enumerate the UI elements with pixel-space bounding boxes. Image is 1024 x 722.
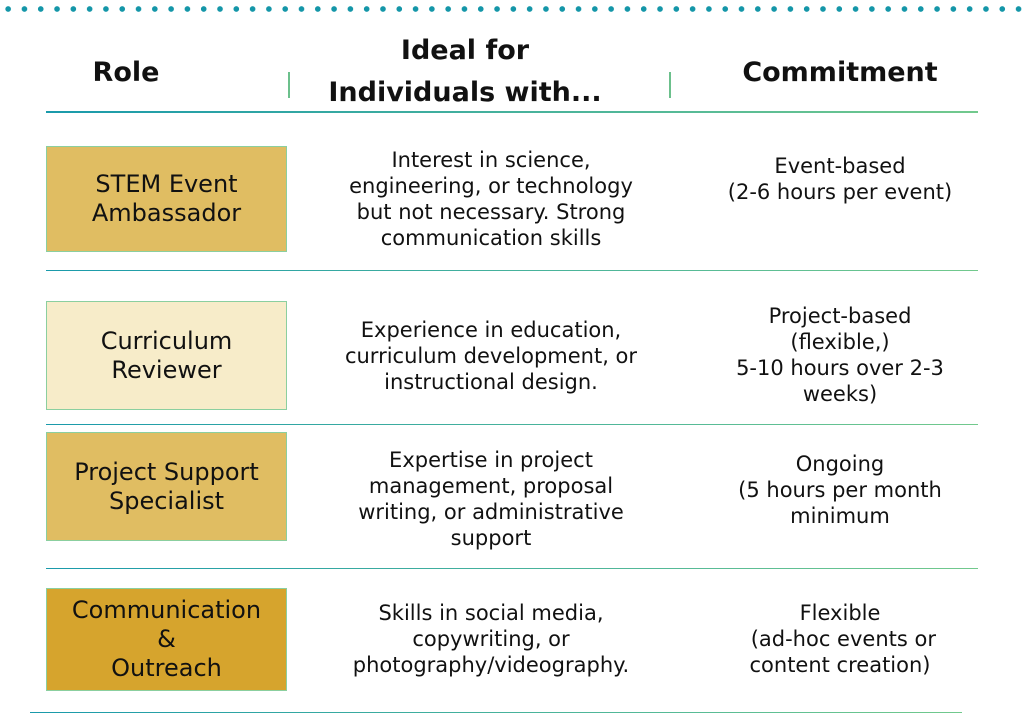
header-divider-right: [669, 72, 671, 98]
header-role: Role: [92, 57, 160, 88]
commitment-line: (ad-hoc events or: [744, 627, 936, 651]
commitment-line: (2-6 hours per event): [727, 180, 953, 204]
ideal-line: but not necessary. Strong: [356, 200, 626, 224]
commitment-cell: Flexible (ad-hoc events or content creat…: [690, 598, 990, 680]
commitment-line: Flexible: [799, 601, 881, 625]
header-divider-left: [288, 72, 290, 98]
ideal-line: management, proposal: [368, 474, 614, 498]
ideal-line: support: [450, 526, 532, 550]
ideal-line: writing, or administrative: [358, 500, 624, 524]
ideal-cell: Experience in education, curriculum deve…: [310, 314, 672, 398]
header-ideal-line1: Ideal for: [400, 35, 530, 66]
ideal-line: Skills in social media,: [378, 601, 604, 625]
ideal-cell: Expertise in project management, proposa…: [310, 444, 672, 554]
commitment-line: Ongoing: [795, 452, 885, 476]
role-line: Outreach: [111, 654, 222, 682]
role-line: Specialist: [108, 486, 225, 515]
dotted-border-top: [0, 4, 1024, 14]
ideal-line: curriculum development, or: [344, 344, 638, 368]
commitment-line: minimum: [790, 504, 890, 528]
ideal-line: photography/videography.: [352, 653, 630, 677]
ideal-cell: Interest in science, engineering, or tec…: [310, 140, 672, 258]
role-line: Reviewer: [111, 355, 222, 384]
role-line: Project Support: [74, 457, 259, 486]
role-line: Communication: [71, 596, 262, 624]
role-box-stem-event-ambassador: STEM Event Ambassador: [46, 146, 287, 252]
ideal-line: instructional design.: [384, 370, 598, 394]
role-box-curriculum-reviewer: Curriculum Reviewer: [46, 301, 287, 410]
header-ideal-line2: Individuals with...: [328, 77, 602, 108]
role-line: STEM Event: [95, 170, 238, 198]
ideal-line: Experience in education,: [360, 318, 622, 342]
row-divider: [46, 270, 978, 271]
ideal-line: Expertise in project: [389, 448, 593, 472]
role-box-communication-outreach: Communication & Outreach: [46, 588, 287, 691]
ideal-cell: Skills in social media, copywriting, or …: [310, 598, 672, 680]
bottom-rule: [30, 712, 962, 713]
commitment-line: 5-10 hours over 2-3: [736, 356, 944, 380]
header-commitment: Commitment: [742, 57, 938, 88]
commitment-cell: Project-based (flexible,) 5-10 hours ove…: [690, 302, 990, 408]
header-rule: [46, 111, 978, 113]
role-line: Ambassador: [91, 199, 242, 227]
row-divider: [46, 568, 978, 569]
row-divider: [46, 424, 978, 425]
commitment-cell: Event-based (2-6 hours per event): [690, 152, 990, 206]
ideal-line: engineering, or technology: [349, 174, 633, 198]
commitment-line: content creation): [749, 653, 931, 677]
commitment-line: (5 hours per month: [738, 478, 942, 502]
role-line: Curriculum: [100, 326, 233, 355]
commitment-line: Event-based: [774, 154, 906, 178]
role-box-project-support-specialist: Project Support Specialist: [46, 432, 287, 541]
ideal-line: copywriting, or: [412, 627, 570, 651]
commitment-line: Project-based: [768, 304, 912, 328]
commitment-cell: Ongoing (5 hours per month minimum: [690, 449, 990, 531]
commitment-line: (flexible,): [790, 330, 890, 354]
role-line: &: [157, 625, 176, 653]
ideal-line: communication skills: [380, 226, 602, 250]
commitment-line: weeks): [802, 382, 878, 406]
ideal-line: Interest in science,: [391, 148, 591, 172]
header-ideal: Ideal for Individuals with...: [300, 30, 630, 114]
